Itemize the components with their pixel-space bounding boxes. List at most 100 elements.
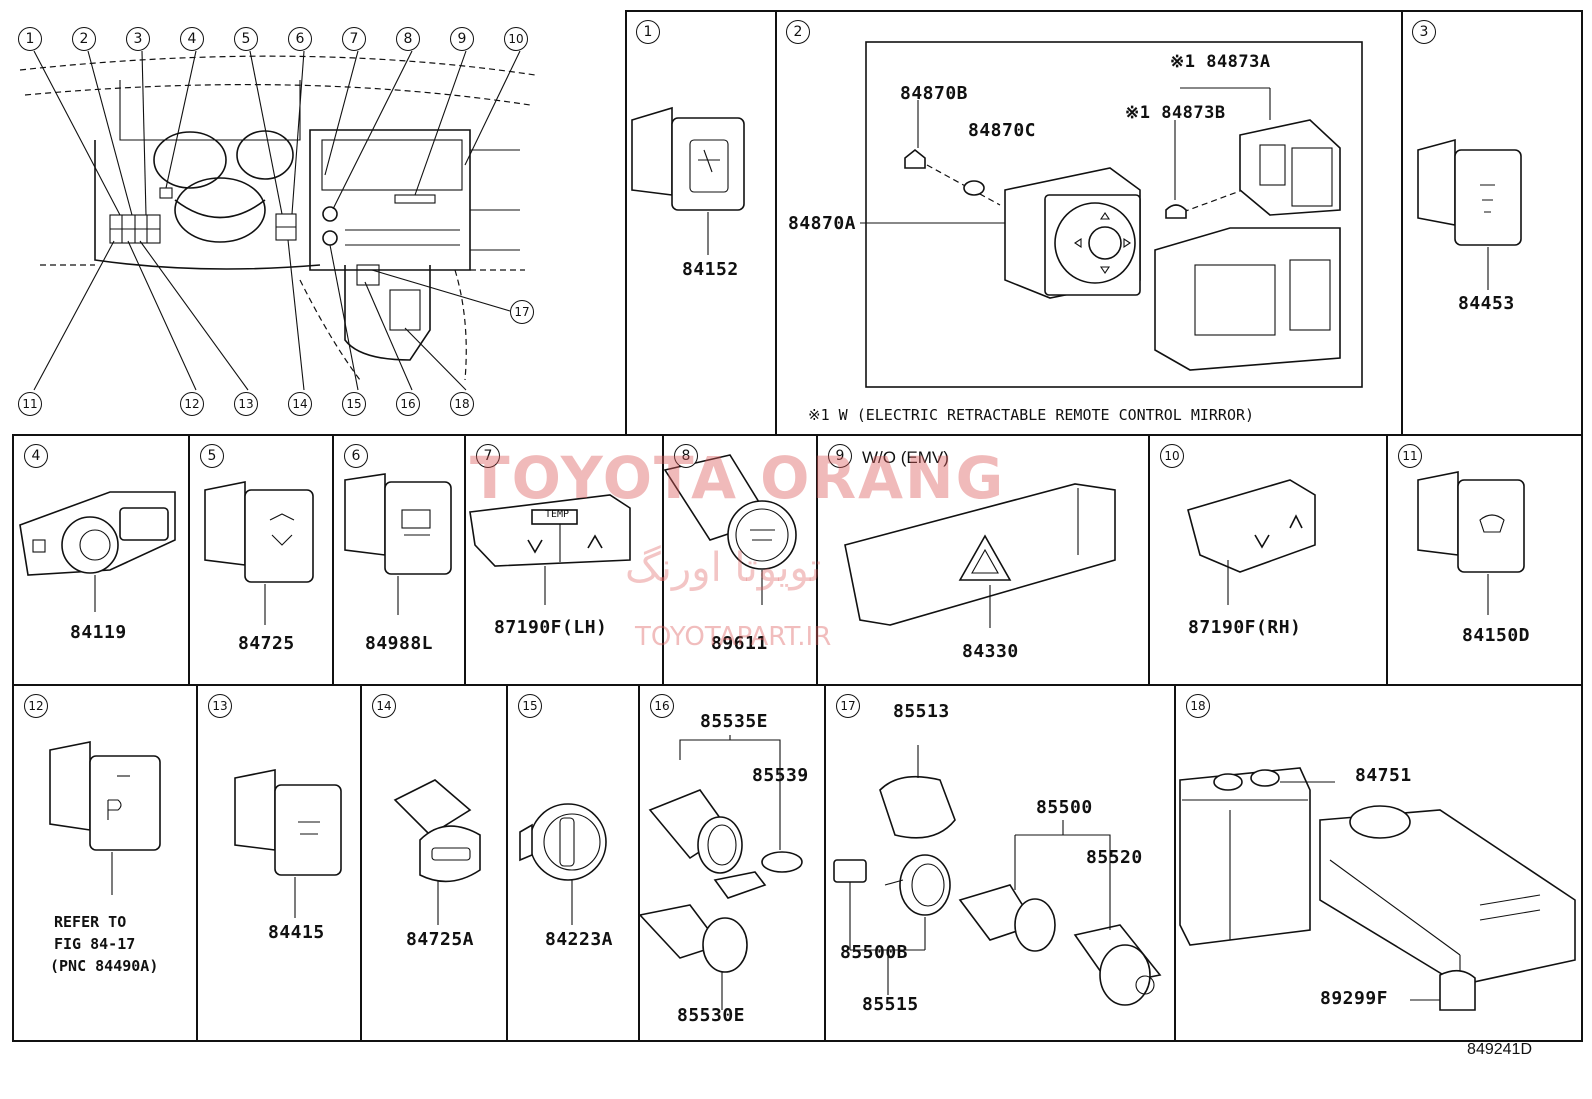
overview-callout-9: 9 <box>450 27 474 51</box>
light-control-84223a-drawing <box>519 803 607 925</box>
panel-3-number: 3 <box>1412 20 1436 44</box>
part-number-85520: 85520 <box>1086 847 1143 868</box>
overview-callout-4: 4 <box>180 27 204 51</box>
part-number-84751: 84751 <box>1355 765 1412 786</box>
panel-4 <box>12 434 190 686</box>
part-number-84453: 84453 <box>1458 293 1515 314</box>
temp-switch-rh-drawing <box>1187 479 1316 605</box>
part-number-85530e: 85530E <box>677 1005 746 1026</box>
part-number-85515: 85515 <box>862 994 919 1015</box>
part-number-84415: 84415 <box>268 922 325 943</box>
part-number-84870c: 84870C <box>968 120 1037 141</box>
panel-12 <box>12 684 198 1042</box>
power-outlet-drawing <box>638 735 803 1010</box>
mirror-switch-assembly-drawing <box>860 41 1363 388</box>
panel-11 <box>1386 434 1583 686</box>
headlight-leveling-84119-drawing <box>19 491 176 612</box>
switch-84725-drawing <box>204 481 314 625</box>
panel-4-number: 4 <box>24 444 48 468</box>
panel-1 <box>625 10 777 436</box>
part-number-84725a: 84725A <box>406 929 475 950</box>
mirror-note: ※1 W (ELECTRIC RETRACTABLE REMOTE CONTRO… <box>808 406 1255 424</box>
refer-to-line3: (PNC 84490A) <box>50 957 159 975</box>
overview-callout-13: 13 <box>234 392 258 416</box>
panel-11-number: 11 <box>1398 444 1422 468</box>
watermark-persian: تویوتا اورنگ <box>625 545 822 591</box>
control-panel-84751-drawing <box>1179 767 1576 1011</box>
overview-callout-16: 16 <box>396 392 420 416</box>
part-number-84870b: 84870B <box>900 83 969 104</box>
switch-84150d-drawing <box>1417 471 1525 615</box>
panel-8-number: 8 <box>674 444 698 468</box>
panel-5-number: 5 <box>200 444 224 468</box>
panel-7-number: 7 <box>476 444 500 468</box>
panel-18 <box>1174 684 1583 1042</box>
panel-18-number: 18 <box>1186 694 1210 718</box>
panel-12-number: 12 <box>24 694 48 718</box>
switch-84453-drawing <box>1417 138 1522 290</box>
part-number-85513: 85513 <box>893 701 950 722</box>
overview-callout-8: 8 <box>396 27 420 51</box>
emv-condition: W/O (EMV) <box>862 448 949 467</box>
panel-15 <box>506 684 640 1042</box>
overview-callout-7: 7 <box>342 27 366 51</box>
part-number-84988l: 84988L <box>365 633 434 654</box>
switch-84988l-drawing <box>344 473 452 615</box>
refer-to-line2: FIG 84-17 <box>54 935 136 953</box>
cigarette-lighter-drawing <box>833 745 1162 1006</box>
overview-callout-11: 11 <box>18 392 42 416</box>
panel-2-number: 2 <box>786 20 810 44</box>
overview-callout-12: 12 <box>180 392 204 416</box>
part-number-84223a: 84223A <box>545 929 614 950</box>
overview-callout-5: 5 <box>234 27 258 51</box>
part-number-84119: 84119 <box>70 622 127 643</box>
watermark-url: TOYOTAPART.IR <box>635 622 832 652</box>
panel-17-number: 17 <box>836 694 860 718</box>
overview-callout-2: 2 <box>72 27 96 51</box>
part-number-85500b: 85500B <box>840 942 909 963</box>
overview-callout-1: 1 <box>18 27 42 51</box>
dashboard-overview-drawing <box>19 50 536 391</box>
part-number-84725: 84725 <box>238 633 295 654</box>
panel-1-number: 1 <box>636 20 660 44</box>
part-number-89611: 89611 <box>711 633 768 654</box>
panel-13-number: 13 <box>208 694 232 718</box>
overview-callout-3: 3 <box>126 27 150 51</box>
rotary-switch-84725a-drawing <box>393 779 481 925</box>
part-number-84330: 84330 <box>962 641 1019 662</box>
refer-to-line1: REFER TO <box>54 913 127 931</box>
overview-callout-10: 10 <box>504 27 528 51</box>
panel-2 <box>775 10 1403 436</box>
switch-84152-drawing <box>631 106 745 255</box>
panel-15-number: 15 <box>518 694 542 718</box>
overview-callout-17: 17 <box>510 300 534 324</box>
panel-10 <box>1148 434 1388 686</box>
parking-sensor-switch-drawing <box>49 741 161 895</box>
figure-code: 849241D <box>1467 1041 1532 1058</box>
overview-callout-15: 15 <box>342 392 366 416</box>
part-number-85535e: 85535E <box>700 711 769 732</box>
overview-callout-6: 6 <box>288 27 312 51</box>
part-number-85539: 85539 <box>752 765 809 786</box>
panel-14 <box>360 684 508 1042</box>
panel-14-number: 14 <box>372 694 396 718</box>
push-start-switch-drawing <box>663 454 797 605</box>
part-number-84870a: 84870A <box>788 213 857 234</box>
panel-16-number: 16 <box>650 694 674 718</box>
part-number-84873b: ※1 84873B <box>1125 103 1226 123</box>
panel-3 <box>1401 10 1583 436</box>
part-number-87190f-lh: 87190F(LH) <box>494 617 608 638</box>
panel-6-number: 6 <box>344 444 368 468</box>
panel-16 <box>638 684 826 1042</box>
watermark-brand: TOYOTA ORANG <box>470 444 1006 512</box>
temp-switch-lh-drawing <box>469 494 631 605</box>
part-number-87190f-rh: 87190F(RH) <box>1188 617 1302 638</box>
overview-callout-14: 14 <box>288 392 312 416</box>
panel-13 <box>196 684 362 1042</box>
overview-callout-18: 18 <box>450 392 474 416</box>
part-number-84152: 84152 <box>682 259 739 280</box>
panel-10-number: 10 <box>1160 444 1184 468</box>
temp-button-label: TEMP <box>545 509 570 520</box>
